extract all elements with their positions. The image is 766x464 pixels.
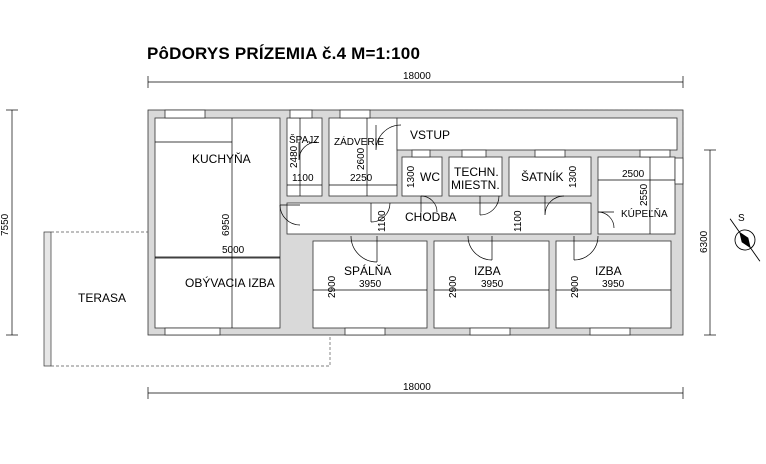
terrace [43, 231, 331, 367]
dim-kupelna-h: 2500 [622, 169, 645, 180]
plan-title: PôDORYS PRÍZEMIA č.4 M=1:100 [147, 44, 421, 63]
dim-top-total: 18000 [403, 71, 431, 82]
dim-satnik-v: 1300 [568, 165, 579, 188]
window-techn-top [461, 149, 487, 158]
window-satnik-top [534, 149, 566, 158]
dim-spajz-h: 1100 [292, 173, 314, 184]
dim-chodba-v2: 1100 [513, 210, 524, 232]
dim-zadverie-h: 2250 [350, 173, 373, 184]
window-izba2-bottom [589, 327, 631, 336]
room-label-zadverie: ZÁDVERIE [334, 135, 384, 148]
dim-spalna-v: 2900 [327, 275, 338, 298]
room-label-satnik: ŠATNÍK [521, 169, 563, 184]
zadverie-floor [328, 117, 398, 197]
room-label-obyvacia: OBÝVACIA IZBA [185, 275, 275, 290]
room-label-izba2: IZBA [595, 264, 622, 278]
dim-spalna-h: 3950 [359, 279, 382, 290]
window-wc-top [411, 149, 431, 158]
dim-izba2-h: 3950 [602, 279, 625, 290]
compass-label: S [738, 213, 745, 224]
dim-bottom-total: 18000 [403, 382, 431, 393]
room-label-chodba: CHODBA [405, 210, 456, 224]
dim-kitchen-h: 5000 [222, 245, 245, 256]
entrance-canopy-outline [460, 109, 684, 150]
window-kitchen-top [164, 109, 206, 119]
window-kupelna-top [639, 149, 671, 158]
dim-spajz-v: 2480 [289, 145, 300, 168]
room-label-wc: WC [420, 170, 440, 184]
room-label-terasa: TERASA [78, 291, 126, 305]
dim-zadverie-v: 2600 [356, 147, 367, 170]
dim-izba1-h: 3950 [481, 279, 504, 290]
room-label-spajz: ŠPAJZ [289, 133, 319, 146]
dim-right-total: 6300 [699, 230, 710, 253]
doors [279, 124, 615, 263]
room-label-kuchyna: KUCHYŇA [192, 151, 251, 166]
chodba-floor [286, 202, 592, 235]
spajz-floor [286, 117, 323, 197]
room-label-vstup: VSTUP [410, 128, 450, 142]
dim-kupelna-v: 2550 [639, 183, 650, 206]
window-izba1-bottom [469, 327, 511, 336]
compass-icon [729, 218, 761, 262]
vstup-floor [396, 117, 678, 151]
dim-izba2-v: 2900 [570, 275, 581, 298]
dim-left-total: 7550 [0, 213, 11, 236]
overall-dimensions [6, 76, 716, 399]
izba1-floor [433, 240, 550, 329]
room-label-spalna: SPÁLŇA [344, 263, 391, 278]
satnik-floor [508, 156, 592, 197]
window-spajz-top [289, 109, 313, 119]
window-living-bottom [164, 327, 221, 336]
dim-izba1-v: 2900 [448, 275, 459, 298]
room-label-techn-1: TECHN. [454, 165, 499, 179]
window-kupelna-right [674, 157, 684, 185]
window-spalna-bottom [344, 327, 386, 336]
techn-floor [448, 156, 503, 197]
kupelna-floor [597, 156, 676, 235]
room-label-techn-2: MIESTN. [451, 178, 500, 192]
kitchen-floor [154, 117, 281, 329]
dim-wc-v: 1300 [406, 165, 417, 188]
dim-chodba-v1: 1100 [377, 210, 388, 232]
room-label-izba1: IZBA [474, 264, 501, 278]
dim-kitchen-v: 6950 [221, 213, 232, 236]
window-zadverie-top [339, 109, 371, 119]
room-label-kupelna: KÚPEĽŇA [621, 207, 668, 220]
izba2-floor [555, 240, 672, 329]
